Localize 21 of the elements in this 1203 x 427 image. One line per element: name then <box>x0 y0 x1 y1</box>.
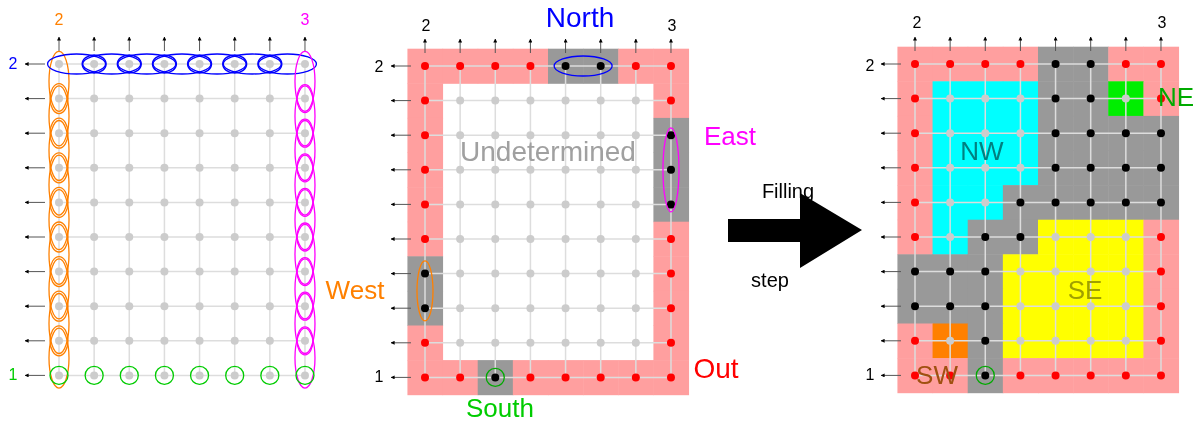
axis-number: 3 <box>300 12 310 28</box>
region-label: Undetermined <box>460 138 636 166</box>
axis-number: 2 <box>54 12 64 28</box>
region-label: Out <box>693 355 739 383</box>
region-label: SW <box>916 362 958 388</box>
axis-number: 2 <box>421 18 431 34</box>
axis-number: 2 <box>865 58 875 74</box>
axis-number: 2 <box>8 56 18 72</box>
axis-number: 1 <box>865 367 875 383</box>
axis-number: 2 <box>912 15 922 31</box>
region-label: South <box>466 395 534 421</box>
axis-number: 1 <box>8 367 18 383</box>
axis-number: 3 <box>667 18 677 34</box>
axis-number: 3 <box>1157 15 1167 31</box>
region-label: NE <box>1157 84 1195 110</box>
region-label: East <box>704 123 756 149</box>
axis-number: 2 <box>374 59 384 75</box>
region-label: North <box>545 4 615 32</box>
step-label: step <box>751 270 789 290</box>
axis-number: 1 <box>374 369 384 385</box>
region-label: West <box>325 277 385 303</box>
